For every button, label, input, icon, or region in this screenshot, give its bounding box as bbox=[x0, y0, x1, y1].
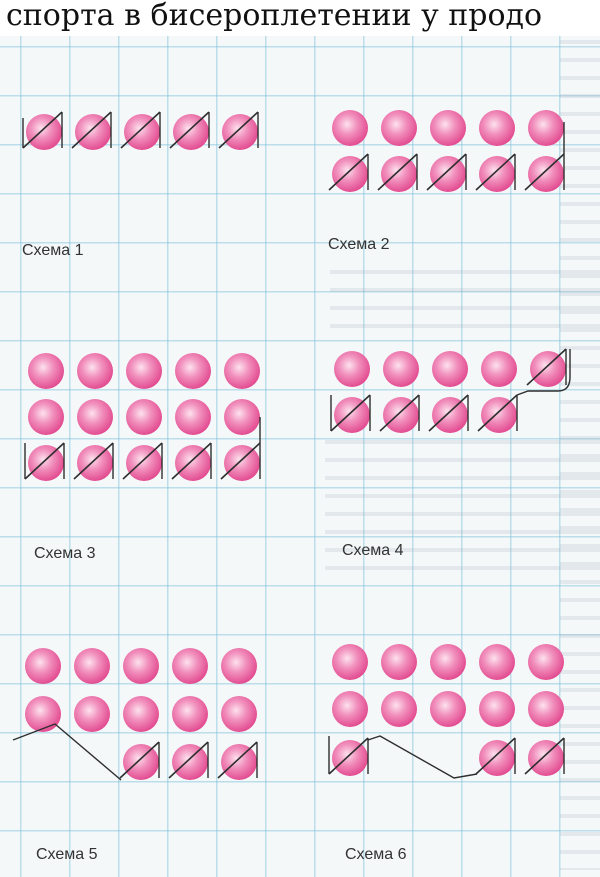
bead bbox=[126, 399, 162, 435]
bead bbox=[28, 353, 64, 389]
bead bbox=[381, 156, 417, 192]
bead bbox=[332, 740, 368, 776]
bead bbox=[381, 644, 417, 680]
bead bbox=[126, 353, 162, 389]
bead bbox=[481, 351, 517, 387]
bead bbox=[332, 691, 368, 727]
bead bbox=[381, 691, 417, 727]
scheme-5-label: Схема 5 bbox=[36, 846, 98, 864]
thread-path bbox=[13, 724, 121, 780]
bead bbox=[334, 397, 370, 433]
bead bbox=[332, 110, 368, 146]
bead bbox=[123, 648, 159, 684]
bead bbox=[175, 399, 211, 435]
bead bbox=[77, 445, 113, 481]
bead bbox=[221, 696, 257, 732]
bead bbox=[172, 744, 208, 780]
bead bbox=[430, 156, 466, 192]
bead bbox=[221, 648, 257, 684]
bead bbox=[528, 110, 564, 146]
bead bbox=[123, 744, 159, 780]
bead bbox=[224, 445, 260, 481]
bead bbox=[481, 397, 517, 433]
bead bbox=[28, 445, 64, 481]
bead bbox=[432, 397, 468, 433]
bead bbox=[175, 445, 211, 481]
bead bbox=[74, 696, 110, 732]
bead bbox=[528, 691, 564, 727]
bead bbox=[332, 644, 368, 680]
bead bbox=[74, 648, 110, 684]
bead bbox=[479, 740, 515, 776]
bead bbox=[172, 696, 208, 732]
bead bbox=[126, 445, 162, 481]
bead bbox=[383, 351, 419, 387]
bead bbox=[25, 696, 61, 732]
bead bbox=[224, 399, 260, 435]
bead bbox=[528, 644, 564, 680]
scheme-4-label: Схема 4 bbox=[342, 542, 404, 560]
scheme-2-label: Схема 2 bbox=[328, 236, 390, 254]
bead bbox=[479, 691, 515, 727]
bead bbox=[528, 740, 564, 776]
bead bbox=[124, 114, 160, 150]
bead bbox=[332, 156, 368, 192]
bead bbox=[222, 114, 258, 150]
bead bbox=[25, 648, 61, 684]
bead bbox=[221, 744, 257, 780]
bead bbox=[530, 351, 566, 387]
scheme-3-label: Схема 3 bbox=[34, 545, 96, 563]
bead bbox=[77, 399, 113, 435]
bead bbox=[430, 110, 466, 146]
bead bbox=[172, 648, 208, 684]
bead bbox=[173, 114, 209, 150]
bead bbox=[528, 156, 564, 192]
bead bbox=[334, 351, 370, 387]
bead bbox=[75, 114, 111, 150]
bead bbox=[479, 644, 515, 680]
bead bbox=[479, 156, 515, 192]
bead bbox=[381, 110, 417, 146]
bead bbox=[26, 114, 62, 150]
scheme-6-label: Схема 6 bbox=[345, 846, 407, 864]
bead bbox=[479, 110, 515, 146]
bead bbox=[28, 399, 64, 435]
bead bbox=[432, 351, 468, 387]
scheme-1-label: Схема 1 bbox=[22, 242, 84, 260]
bead bbox=[123, 696, 159, 732]
bead bbox=[175, 353, 211, 389]
bead bbox=[383, 397, 419, 433]
bead bbox=[430, 691, 466, 727]
bead bbox=[430, 644, 466, 680]
bead bbox=[224, 353, 260, 389]
bead bbox=[77, 353, 113, 389]
thread-path bbox=[368, 736, 477, 778]
